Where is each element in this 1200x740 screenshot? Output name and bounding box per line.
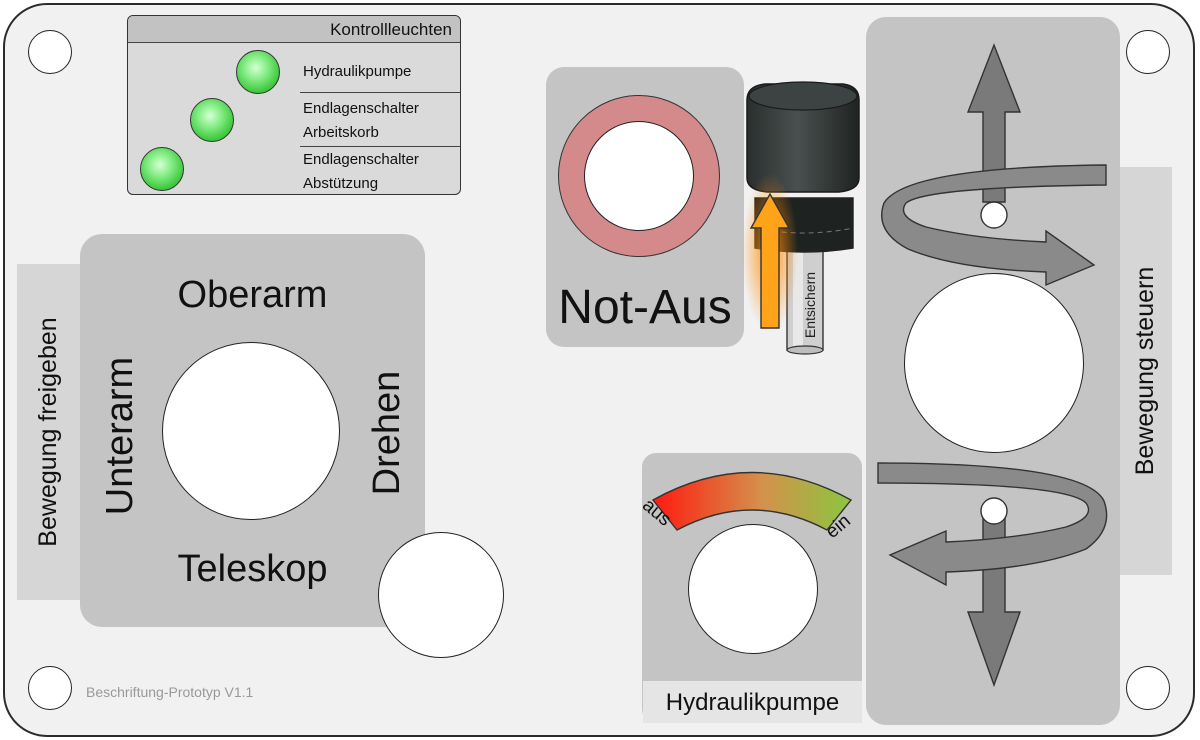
indicator-label-hydraulic-pump: Hydraulikpumpe bbox=[303, 63, 412, 80]
emergency-stop-label: Not-Aus bbox=[558, 281, 732, 334]
control-movement-label-wrap: Bewegung steuern bbox=[1118, 167, 1172, 575]
boom-label-upper-arm: Oberarm bbox=[177, 274, 328, 316]
release-label: Entsichern bbox=[802, 271, 818, 339]
version-label: Beschriftung-Prototyp V1.1 bbox=[86, 684, 254, 700]
release-label-wrap: Entsichern bbox=[790, 255, 830, 355]
mounting-hole-top-left bbox=[28, 30, 72, 74]
arrow-down-icon bbox=[967, 511, 1021, 688]
rotate-left-arrow-icon bbox=[877, 462, 1108, 587]
indicator-lights-panel: Kontrollleuchten Hydraulikpumpe Endlagen… bbox=[127, 15, 461, 195]
indicator-panel-title: Kontrollleuchten bbox=[128, 16, 460, 43]
enable-movement-button[interactable] bbox=[378, 532, 504, 658]
movement-direction-arrows bbox=[877, 43, 1108, 688]
indicator-label-basket-limit-switch: Endlagenschalter Arbeitskorb bbox=[303, 100, 419, 141]
indicator-label-outrigger-limit-switch: Endlagenschalter Abstützung bbox=[303, 151, 419, 192]
release-knob-illustration bbox=[742, 81, 860, 355]
pump-gauge-arc bbox=[651, 471, 853, 531]
indicator-light-hydraulic-pump bbox=[236, 50, 280, 94]
rotate-right-arrow-icon bbox=[881, 164, 1107, 287]
hydraulic-pump-title: Hydraulikpumpe bbox=[643, 681, 862, 723]
control-movement-label: Bewegung steuern bbox=[1131, 266, 1159, 476]
control-movement-label-strip bbox=[1118, 167, 1172, 575]
boom-label-rotate: Drehen bbox=[366, 370, 408, 496]
boom-label-lower-arm: Unterarm bbox=[99, 356, 141, 516]
enable-movement-label: Bewegung freigeben bbox=[34, 317, 62, 547]
indicator-divider bbox=[300, 146, 460, 148]
mounting-hole-top-right bbox=[1126, 30, 1170, 74]
boom-label-telescope: Teleskop bbox=[177, 548, 328, 590]
indicator-light-basket-limit-switch bbox=[190, 98, 234, 142]
indicator-divider bbox=[300, 92, 460, 94]
boom-joystick-button[interactable] bbox=[162, 342, 340, 520]
hydraulic-pump-button[interactable] bbox=[688, 524, 818, 654]
mounting-hole-bottom-left bbox=[28, 666, 72, 710]
mounting-hole-bottom-right bbox=[1126, 666, 1170, 710]
indicator-light-outrigger-limit-switch bbox=[140, 147, 184, 191]
boom-label-rotate-wrap: Drehen bbox=[362, 358, 412, 508]
movement-joystick-button[interactable] bbox=[904, 273, 1084, 453]
enable-movement-label-strip bbox=[17, 264, 81, 600]
emergency-stop-button[interactable] bbox=[584, 121, 694, 231]
